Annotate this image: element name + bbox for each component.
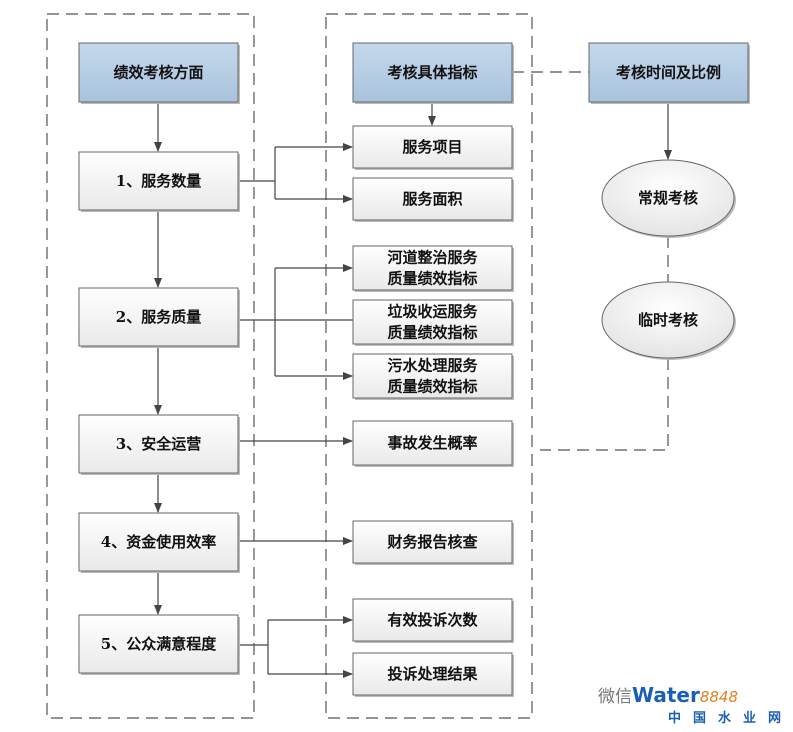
aspect-box: 2、服务质量 <box>78 287 240 348</box>
aspect-box-label: 4、资金使用效率 <box>101 533 216 551</box>
indicator-box: 财务报告核查 <box>352 520 514 565</box>
timing-label: 临时考核 <box>638 311 698 329</box>
indicator-box: 服务项目 <box>352 125 514 170</box>
aspect-box-label: 5、公众满意程度 <box>101 635 217 653</box>
indicators-group <box>325 13 533 719</box>
indicator-box: 事故发生概率 <box>352 420 514 467</box>
indicator-box: 有效投诉次数 <box>352 598 514 643</box>
indicator-box-label: 服务面积 <box>402 190 462 208</box>
aspect-box: 5、公众满意程度 <box>78 614 240 675</box>
watermark: 微信Water8848 中国水业网 <box>598 682 793 726</box>
indicator-box-label: 投诉处理结果 <box>387 665 478 683</box>
aspect-box-label: 3、安全运营 <box>116 435 201 453</box>
aspect-box: 4、资金使用效率 <box>78 512 240 573</box>
header-indicators-label: 考核具体指标 <box>387 64 477 82</box>
indicator-box: 服务面积 <box>352 177 514 222</box>
watermark-brand: Water <box>632 683 700 707</box>
watermark-prefix: 微信 <box>598 687 632 707</box>
indicator-box-label: 污水处理服务 <box>387 357 478 375</box>
watermark-num: 8848 <box>699 688 739 706</box>
header-timing-label: 考核时间及比例 <box>616 64 721 82</box>
indicator-box-label: 有效投诉次数 <box>387 611 478 629</box>
aspect-box: 3、安全运营 <box>78 414 240 475</box>
indicator-box: 投诉处理结果 <box>352 652 514 697</box>
aspect-box: 1、服务数量 <box>78 151 240 212</box>
indicator-box-label: 质量绩效指标 <box>387 270 477 288</box>
header-aspects-label: 绩效考核方面 <box>113 64 203 82</box>
timing-ellipse: 常规考核 <box>601 159 736 238</box>
indicator-box-label: 垃圾收运服务 <box>387 303 478 321</box>
indicator-box-label: 服务项目 <box>402 138 462 156</box>
indicator-box-label: 质量绩效指标 <box>387 378 477 396</box>
header-timing: 考核时间及比例 <box>588 42 750 104</box>
aspect-box-label: 2、服务质量 <box>116 308 201 326</box>
aspects-group <box>46 13 255 719</box>
watermark-cn: 中国水业网 <box>668 711 793 726</box>
aspect-box-label: 1、服务数量 <box>116 172 201 190</box>
timing-label: 常规考核 <box>638 189 698 207</box>
header-aspects: 绩效考核方面 <box>78 42 240 104</box>
timing-ellipse: 临时考核 <box>601 281 736 360</box>
header-indicators: 考核具体指标 <box>352 42 514 104</box>
indicator-box-label: 财务报告核查 <box>387 533 478 551</box>
indicator-box-label: 质量绩效指标 <box>387 324 477 342</box>
indicator-box-label: 河道整治服务 <box>387 249 478 267</box>
indicator-box-label: 事故发生概率 <box>387 434 477 452</box>
